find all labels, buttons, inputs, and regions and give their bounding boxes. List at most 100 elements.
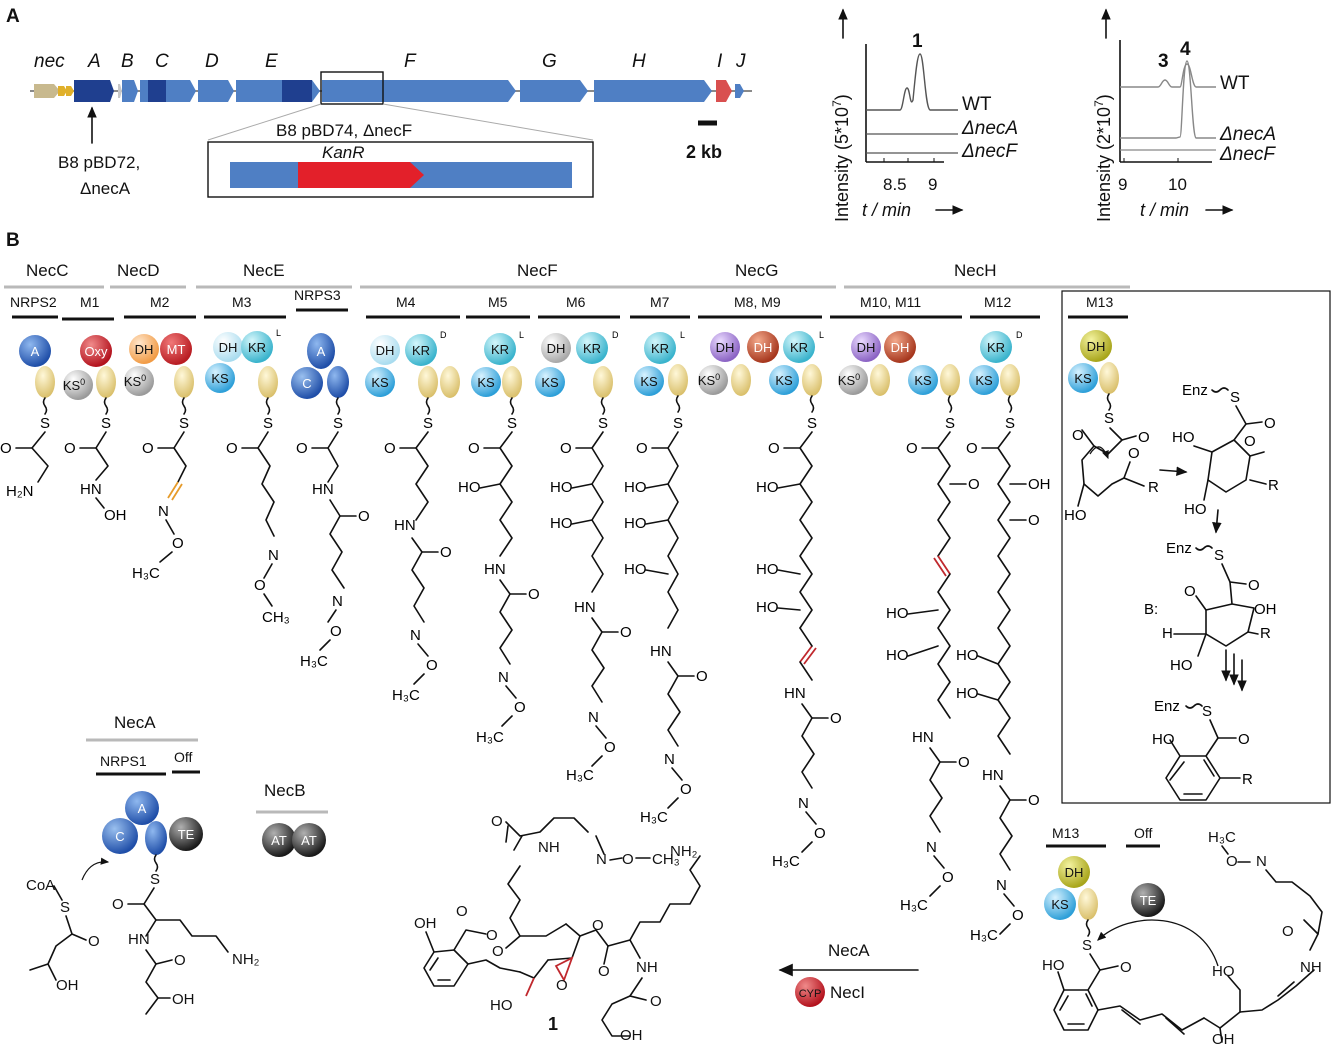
atom-h3c: H₃C bbox=[772, 853, 800, 870]
atom-n: N bbox=[410, 627, 421, 644]
atom-o: O bbox=[384, 440, 396, 457]
atom-o: O bbox=[486, 927, 498, 944]
module-m3: M3 bbox=[232, 294, 252, 310]
zoom-box bbox=[320, 71, 384, 105]
atom-oh: OH bbox=[414, 915, 437, 932]
atom-ho: HO bbox=[550, 515, 573, 532]
domain-acp bbox=[96, 366, 116, 398]
domain-label: KR bbox=[248, 340, 266, 355]
domain-kr-m4 bbox=[405, 334, 437, 366]
atom-ch3: CH₃ bbox=[652, 851, 680, 868]
atom-ho: HO bbox=[624, 515, 647, 532]
atom-hn: HN bbox=[128, 931, 150, 948]
module-m12: M12 bbox=[984, 294, 1011, 310]
trace-necA-2 bbox=[1120, 60, 1216, 139]
atom-n: N bbox=[664, 751, 675, 768]
atom-o: O bbox=[1282, 923, 1294, 940]
atom-hn: HN bbox=[80, 481, 102, 498]
domain-ks-m6 bbox=[535, 367, 565, 397]
trace-label-necA-1: ΔnecA bbox=[961, 118, 1018, 139]
xlabel-1: t / min bbox=[862, 200, 911, 220]
atom-s: S bbox=[1005, 415, 1015, 432]
domain-cyp bbox=[795, 977, 825, 1007]
trace-wt-2 bbox=[1120, 63, 1216, 88]
atom-s: S bbox=[40, 415, 50, 432]
atom-o: O bbox=[592, 917, 604, 934]
domain-architecture: A Oxy KS0 DH MT KS0 DH KR L KS A C DH KR… bbox=[19, 328, 1119, 400]
domain-label: DH bbox=[219, 340, 238, 355]
atom-ho: HO bbox=[458, 479, 481, 496]
domain-label: KS bbox=[1074, 371, 1092, 386]
gene-f bbox=[322, 80, 516, 102]
domain-pcp-nrps3 bbox=[327, 366, 349, 398]
domain-label: DH bbox=[547, 341, 566, 356]
atom-o: O bbox=[680, 781, 692, 798]
atom-o: O bbox=[622, 851, 634, 868]
annot-necA-line2: ΔnecA bbox=[80, 179, 131, 198]
domain-label: DH bbox=[1087, 339, 1106, 354]
protein-headers: NecC NecD NecE NecF NecG NecH bbox=[4, 261, 1130, 289]
domain-label: A bbox=[317, 344, 326, 359]
domain-te-necA bbox=[169, 817, 203, 851]
domain-ks0-m10 bbox=[838, 365, 868, 395]
necA-module: NecA NRPS1 Off A C TE S O NH₂ HN O OH Co… bbox=[26, 713, 260, 1015]
atom-oh: OH bbox=[1028, 476, 1051, 493]
gene-yellow bbox=[58, 86, 67, 96]
domain-label: AT bbox=[301, 833, 317, 848]
gene-yellow-2 bbox=[66, 86, 74, 96]
domain-kr-m5 bbox=[484, 333, 516, 365]
atom-s: S bbox=[423, 415, 433, 432]
atom-o: O bbox=[958, 754, 970, 771]
domain-kr-m3 bbox=[241, 331, 273, 363]
atom-nh: NH bbox=[1300, 959, 1322, 976]
atom-h3c: H₃C bbox=[476, 729, 504, 746]
domain-label: MT bbox=[167, 342, 186, 357]
domain-dh-m13 bbox=[1080, 330, 1112, 362]
panel-label-b: B bbox=[6, 230, 20, 251]
atom-ho: HO bbox=[1064, 507, 1087, 524]
atom-ho: HO bbox=[1184, 501, 1207, 518]
domain-kr-m7 bbox=[644, 332, 676, 364]
atom-n: N bbox=[158, 503, 169, 520]
module-nrps3: NRPS3 bbox=[294, 287, 341, 303]
domain-label: KR bbox=[583, 341, 601, 356]
domain-dh-m4 bbox=[370, 335, 400, 365]
tick-10-2: 10 bbox=[1168, 175, 1187, 194]
atom-nh2: NH₂ bbox=[670, 843, 698, 860]
gene-prefix-label: nec bbox=[34, 51, 65, 72]
domain-a-nrps3 bbox=[307, 333, 335, 369]
domain-acp bbox=[258, 366, 278, 398]
domain-acp bbox=[870, 364, 890, 396]
atom-hn: HN bbox=[650, 643, 672, 660]
atom-s: S bbox=[1104, 410, 1114, 427]
m13-offload-off: Off bbox=[1134, 825, 1153, 841]
domain-acp bbox=[802, 364, 822, 396]
atom-h3c: H₃C bbox=[970, 927, 998, 944]
gene-label-h: H bbox=[632, 51, 646, 72]
atom-s: S bbox=[263, 415, 273, 432]
domain-sup: L bbox=[276, 328, 281, 338]
domain-label: AT bbox=[271, 833, 287, 848]
gene-label-c: C bbox=[155, 51, 169, 72]
domain-label: Oxy bbox=[84, 344, 108, 359]
domain-label: KS0 bbox=[838, 372, 860, 388]
atom-ho: HO bbox=[1042, 957, 1065, 974]
atom-o: O bbox=[88, 933, 100, 950]
module-nrps2: NRPS2 bbox=[10, 294, 57, 310]
atom-s: S bbox=[945, 415, 955, 432]
m13-offload: M13 Off DH KS TE S O HO OH HO NH O N O H… bbox=[1042, 825, 1323, 1046]
m13-offload-module: M13 bbox=[1052, 825, 1079, 841]
atom-h3c: H₃C bbox=[640, 809, 668, 826]
domain-label: KS0 bbox=[124, 373, 146, 389]
atom-enz: Enz bbox=[1166, 540, 1192, 557]
domain-label: KS bbox=[371, 375, 389, 390]
domain-a-nrps2 bbox=[19, 335, 51, 367]
atom-s: S bbox=[101, 415, 111, 432]
domain-ks-m9 bbox=[769, 365, 799, 395]
atom-b: B: bbox=[1144, 601, 1158, 618]
atom-o: O bbox=[696, 668, 708, 685]
domain-sup: D bbox=[612, 330, 619, 340]
domain-acp bbox=[1078, 888, 1098, 920]
module-m4: M4 bbox=[396, 294, 416, 310]
domain-ks-offload bbox=[1044, 888, 1076, 920]
